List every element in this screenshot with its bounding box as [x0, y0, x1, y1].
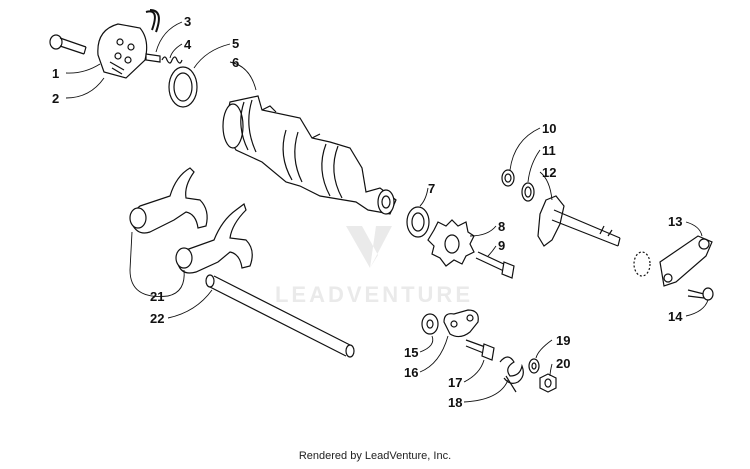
leader-lines — [65, 21, 709, 403]
callout-3: 3 — [184, 14, 191, 29]
washer-part-19 — [528, 358, 540, 374]
washer-part-10 — [501, 169, 515, 187]
watermark: LEADVENTURE — [275, 226, 473, 307]
callout-13: 13 — [668, 214, 682, 229]
callout-9: 9 — [498, 238, 505, 253]
watermark-logo-icon — [346, 226, 392, 268]
callout-6: 6 — [232, 55, 239, 70]
gear-part-8 — [427, 219, 475, 267]
callout-7: 7 — [428, 181, 435, 196]
pin-part-3 — [145, 53, 161, 63]
callout-4: 4 — [184, 37, 192, 52]
shift-fork-part-21 — [129, 167, 253, 274]
fork-shaft-part-22 — [205, 274, 355, 358]
callout-22: 22 — [150, 311, 164, 326]
callout-11: 11 — [542, 143, 556, 158]
bolt-part-1 — [49, 34, 87, 55]
callout-12: 12 — [542, 165, 556, 180]
watermark-text: LEADVENTURE — [275, 282, 473, 307]
detent-housing-part-2 — [97, 9, 160, 79]
callout-20: 20 — [556, 356, 570, 371]
pin-part-17 — [465, 339, 495, 361]
footer-credit: Rendered by LeadVenture, Inc. — [298, 450, 452, 462]
bolt-part-9 — [475, 251, 515, 279]
spring-part-18 — [499, 356, 524, 393]
ring-part-11 — [521, 182, 535, 202]
nut-part-20 — [539, 373, 557, 393]
shift-drum-part-6 — [222, 95, 397, 215]
callout-14: 14 — [668, 309, 683, 324]
callout-15: 15 — [404, 345, 418, 360]
shift-lever-part-13 — [633, 235, 713, 287]
callout-16: 16 — [404, 365, 418, 380]
callout-17: 17 — [448, 375, 462, 390]
callouts: 1 2 3 4 5 6 7 8 9 10 11 12 13 14 15 16 1… — [52, 14, 683, 410]
callout-21: 21 — [150, 289, 164, 304]
callout-18: 18 — [448, 395, 462, 410]
callout-1: 1 — [52, 66, 59, 81]
washer-part-15 — [421, 313, 439, 335]
callout-10: 10 — [542, 121, 556, 136]
spring-part-4 — [161, 56, 183, 64]
stopper-plate-part-16 — [443, 309, 479, 338]
callout-5: 5 — [232, 36, 239, 51]
shift-shaft-part-12 — [537, 195, 621, 247]
washer-part-7 — [406, 206, 430, 238]
washer-part-5 — [168, 66, 198, 108]
callout-8: 8 — [498, 219, 505, 234]
bolt-part-14 — [687, 287, 714, 301]
callout-2: 2 — [52, 91, 59, 106]
callout-19: 19 — [556, 333, 570, 348]
